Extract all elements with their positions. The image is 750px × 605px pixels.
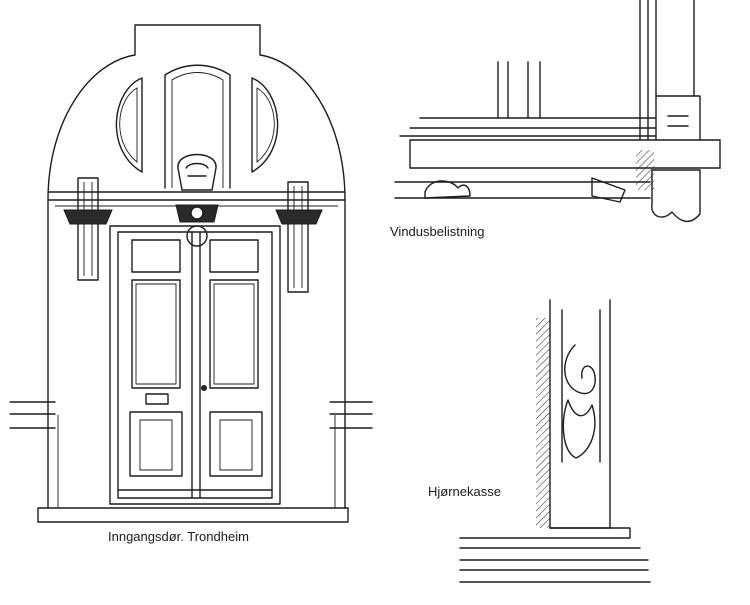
window-moulding-drawing <box>394 0 721 222</box>
corner-box-caption: Hjørnekasse <box>428 484 501 499</box>
door-elevation-drawing <box>9 24 373 523</box>
door-caption: Inngangsdør. Trondheim <box>108 529 249 544</box>
window-moulding-caption: Vindusbelistning <box>390 224 485 239</box>
corner-box-drawing <box>459 299 651 583</box>
